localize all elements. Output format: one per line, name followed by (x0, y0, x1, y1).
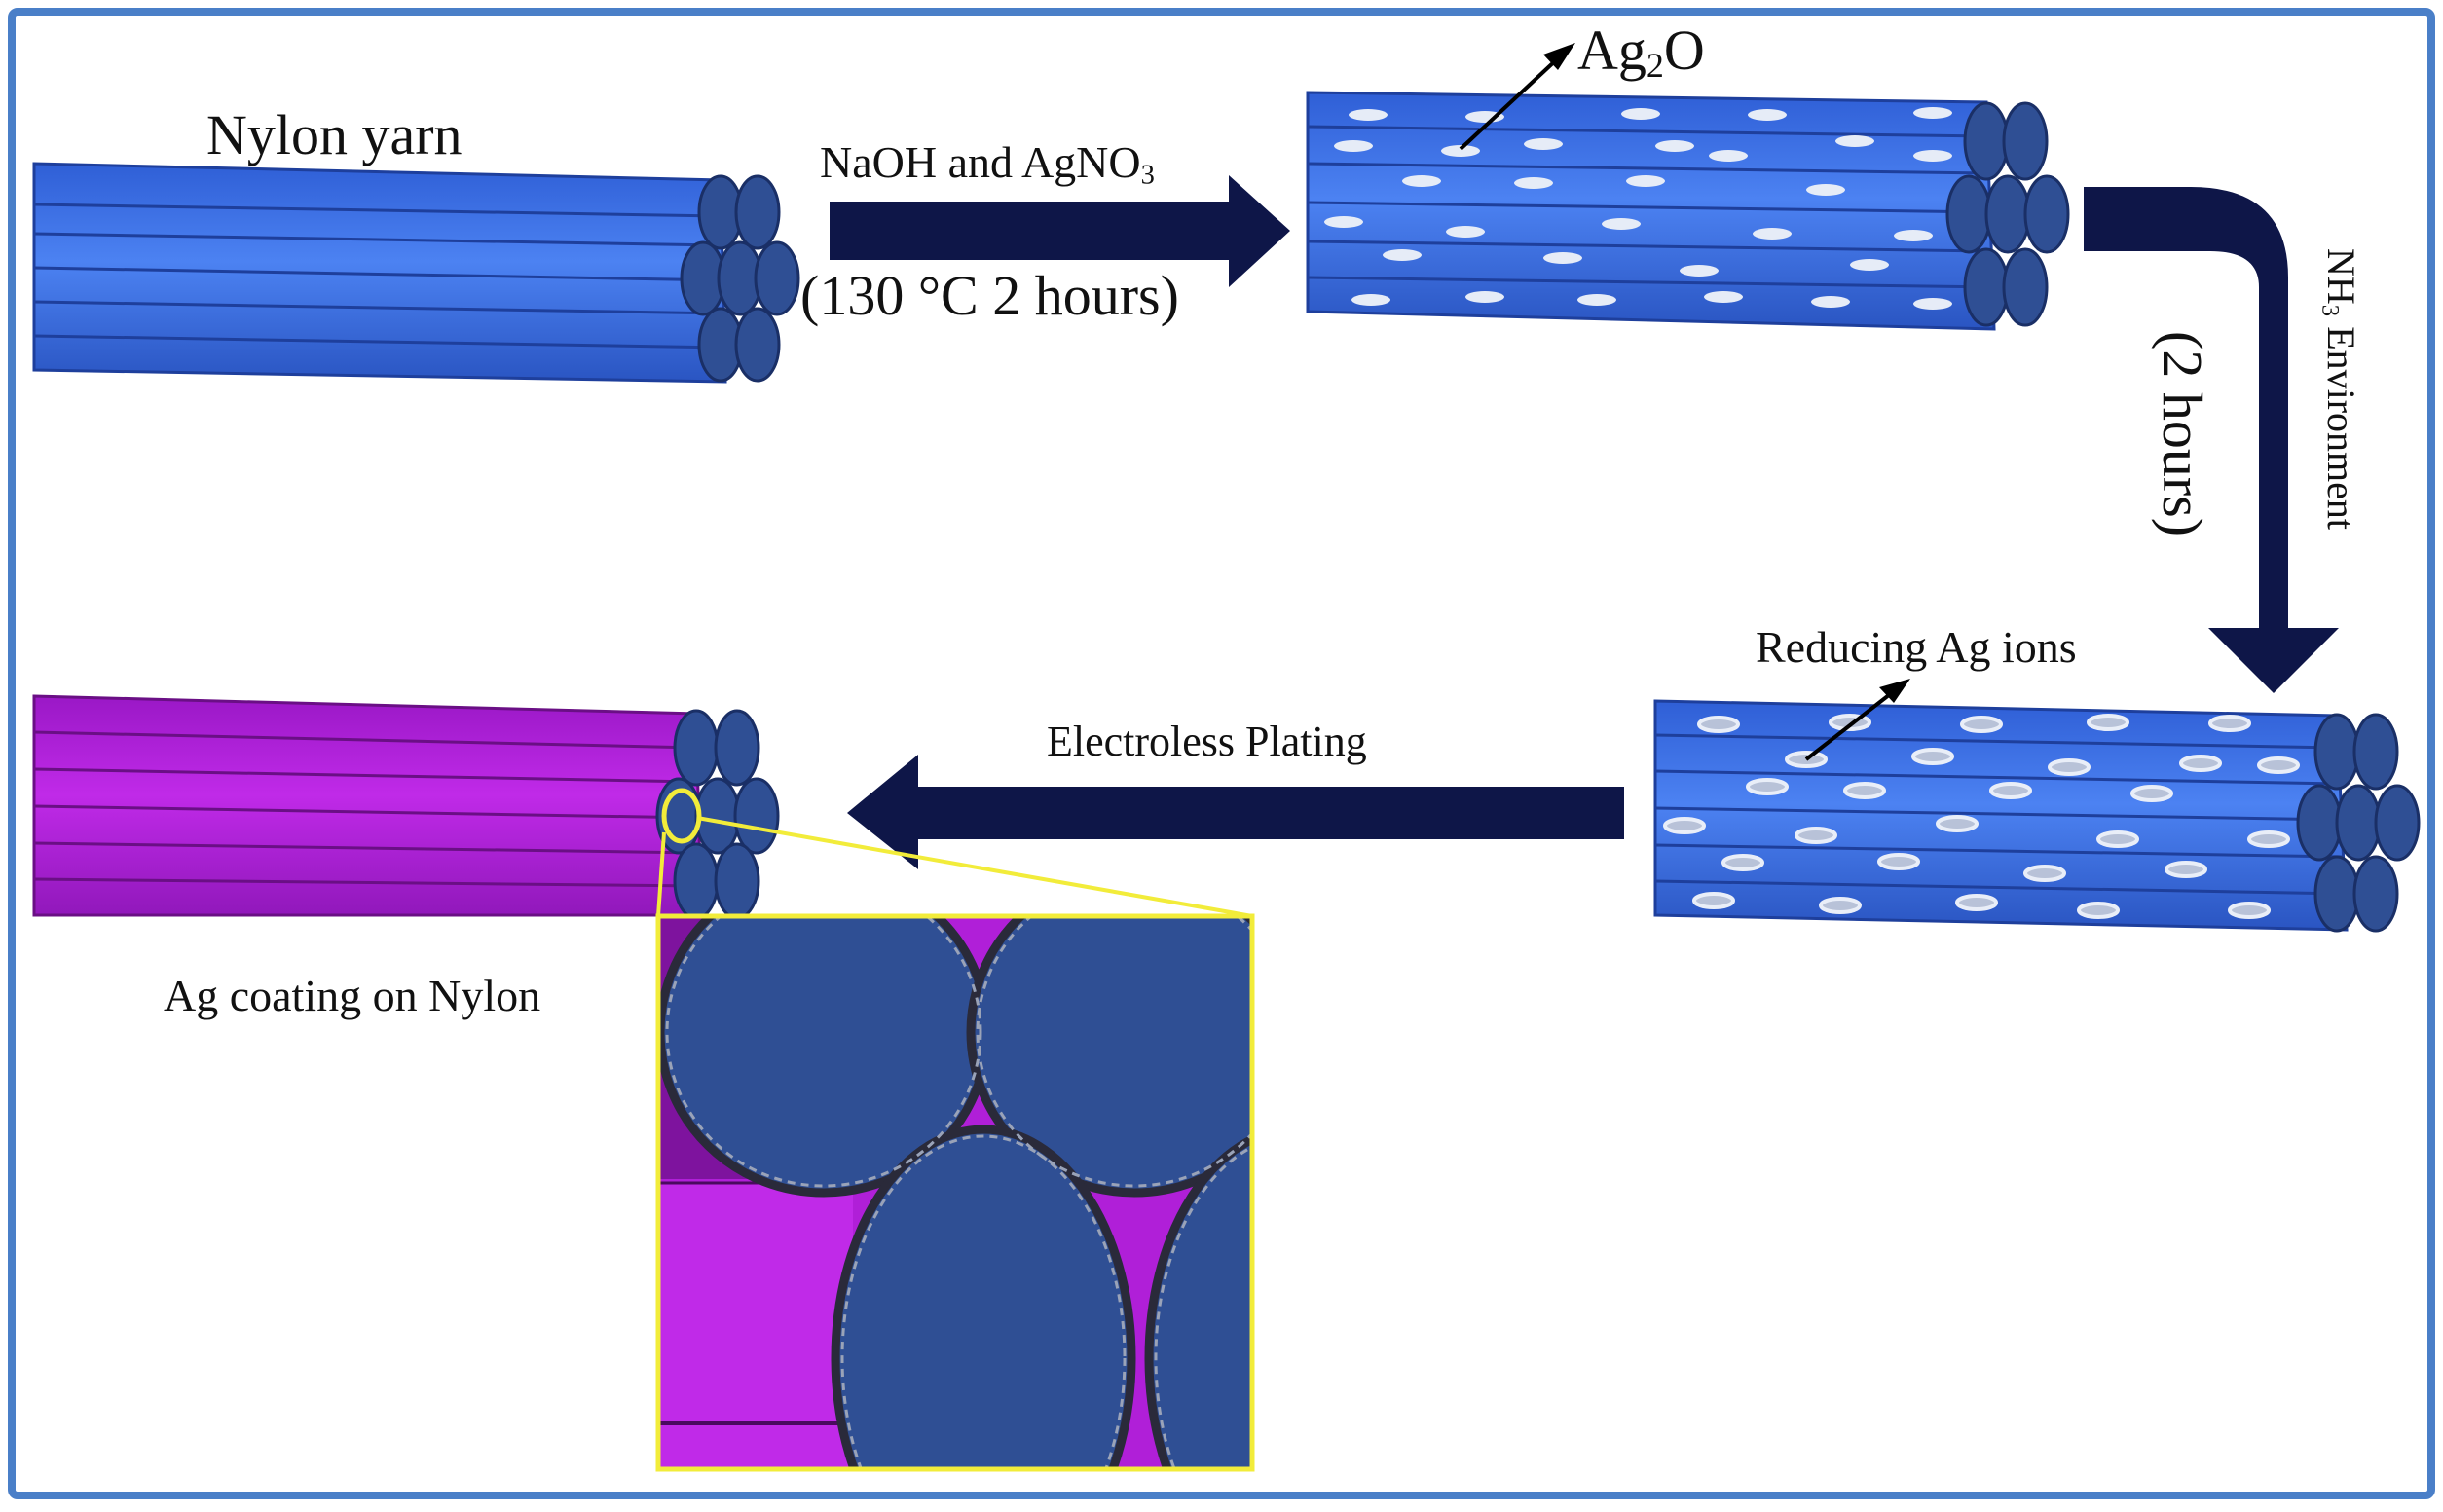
zoom-inset-frame (655, 913, 1255, 1472)
arrow-step1 (830, 175, 1290, 287)
ag-coating-label: Ag coating on Nylon (164, 971, 541, 1020)
ag2o-subscript: 2 (1646, 45, 1664, 85)
reducing-ag-pointer (1804, 679, 1910, 761)
reducing-ag-label: Reducing Ag ions (1756, 622, 2077, 672)
nh3-subscript: 3 (2316, 304, 2344, 317)
outer-frame (8, 8, 2435, 1499)
step1-reagents-subscript: 3 (1140, 160, 1155, 191)
ag-coated-yarn-bundle (32, 694, 780, 920)
ag2o-label: Ag2O (1577, 18, 1705, 86)
step1-reagents-label: NaOH and AgNO3 (820, 136, 1155, 191)
step1-reagents-text: NaOH and AgNO (820, 137, 1141, 187)
nylon-yarn-label: Nylon yarn (206, 103, 463, 166)
zoom-connector-left (656, 831, 666, 917)
arrow-step3 (847, 755, 1624, 869)
zoom-highlight-circle (661, 788, 702, 844)
nylon-yarn-bundle (32, 162, 800, 384)
arrow-step2 (2084, 187, 2339, 693)
nh3-text: NH (2319, 248, 2363, 305)
ag2o-text: Ag (1577, 18, 1647, 82)
zoom-connector-right (696, 816, 1253, 918)
step1-conditions-label: (130 °C 2 hours) (800, 264, 1179, 327)
electroless-plating-label: Electroless Plating (1047, 718, 1367, 765)
ag2o-text-tail: O (1663, 18, 1705, 82)
ag2o-pointer (1459, 43, 1575, 151)
ag2o-yarn-bundle (1306, 91, 2070, 331)
nh3-environment-label: NH3 Environment (2316, 248, 2364, 530)
reduced-ag-yarn-bundle (1653, 699, 2421, 933)
zoom-inset (658, 916, 1252, 1469)
environment-text: Environment (2319, 316, 2363, 531)
step2-duration-label: (2 hours) (2151, 331, 2214, 537)
